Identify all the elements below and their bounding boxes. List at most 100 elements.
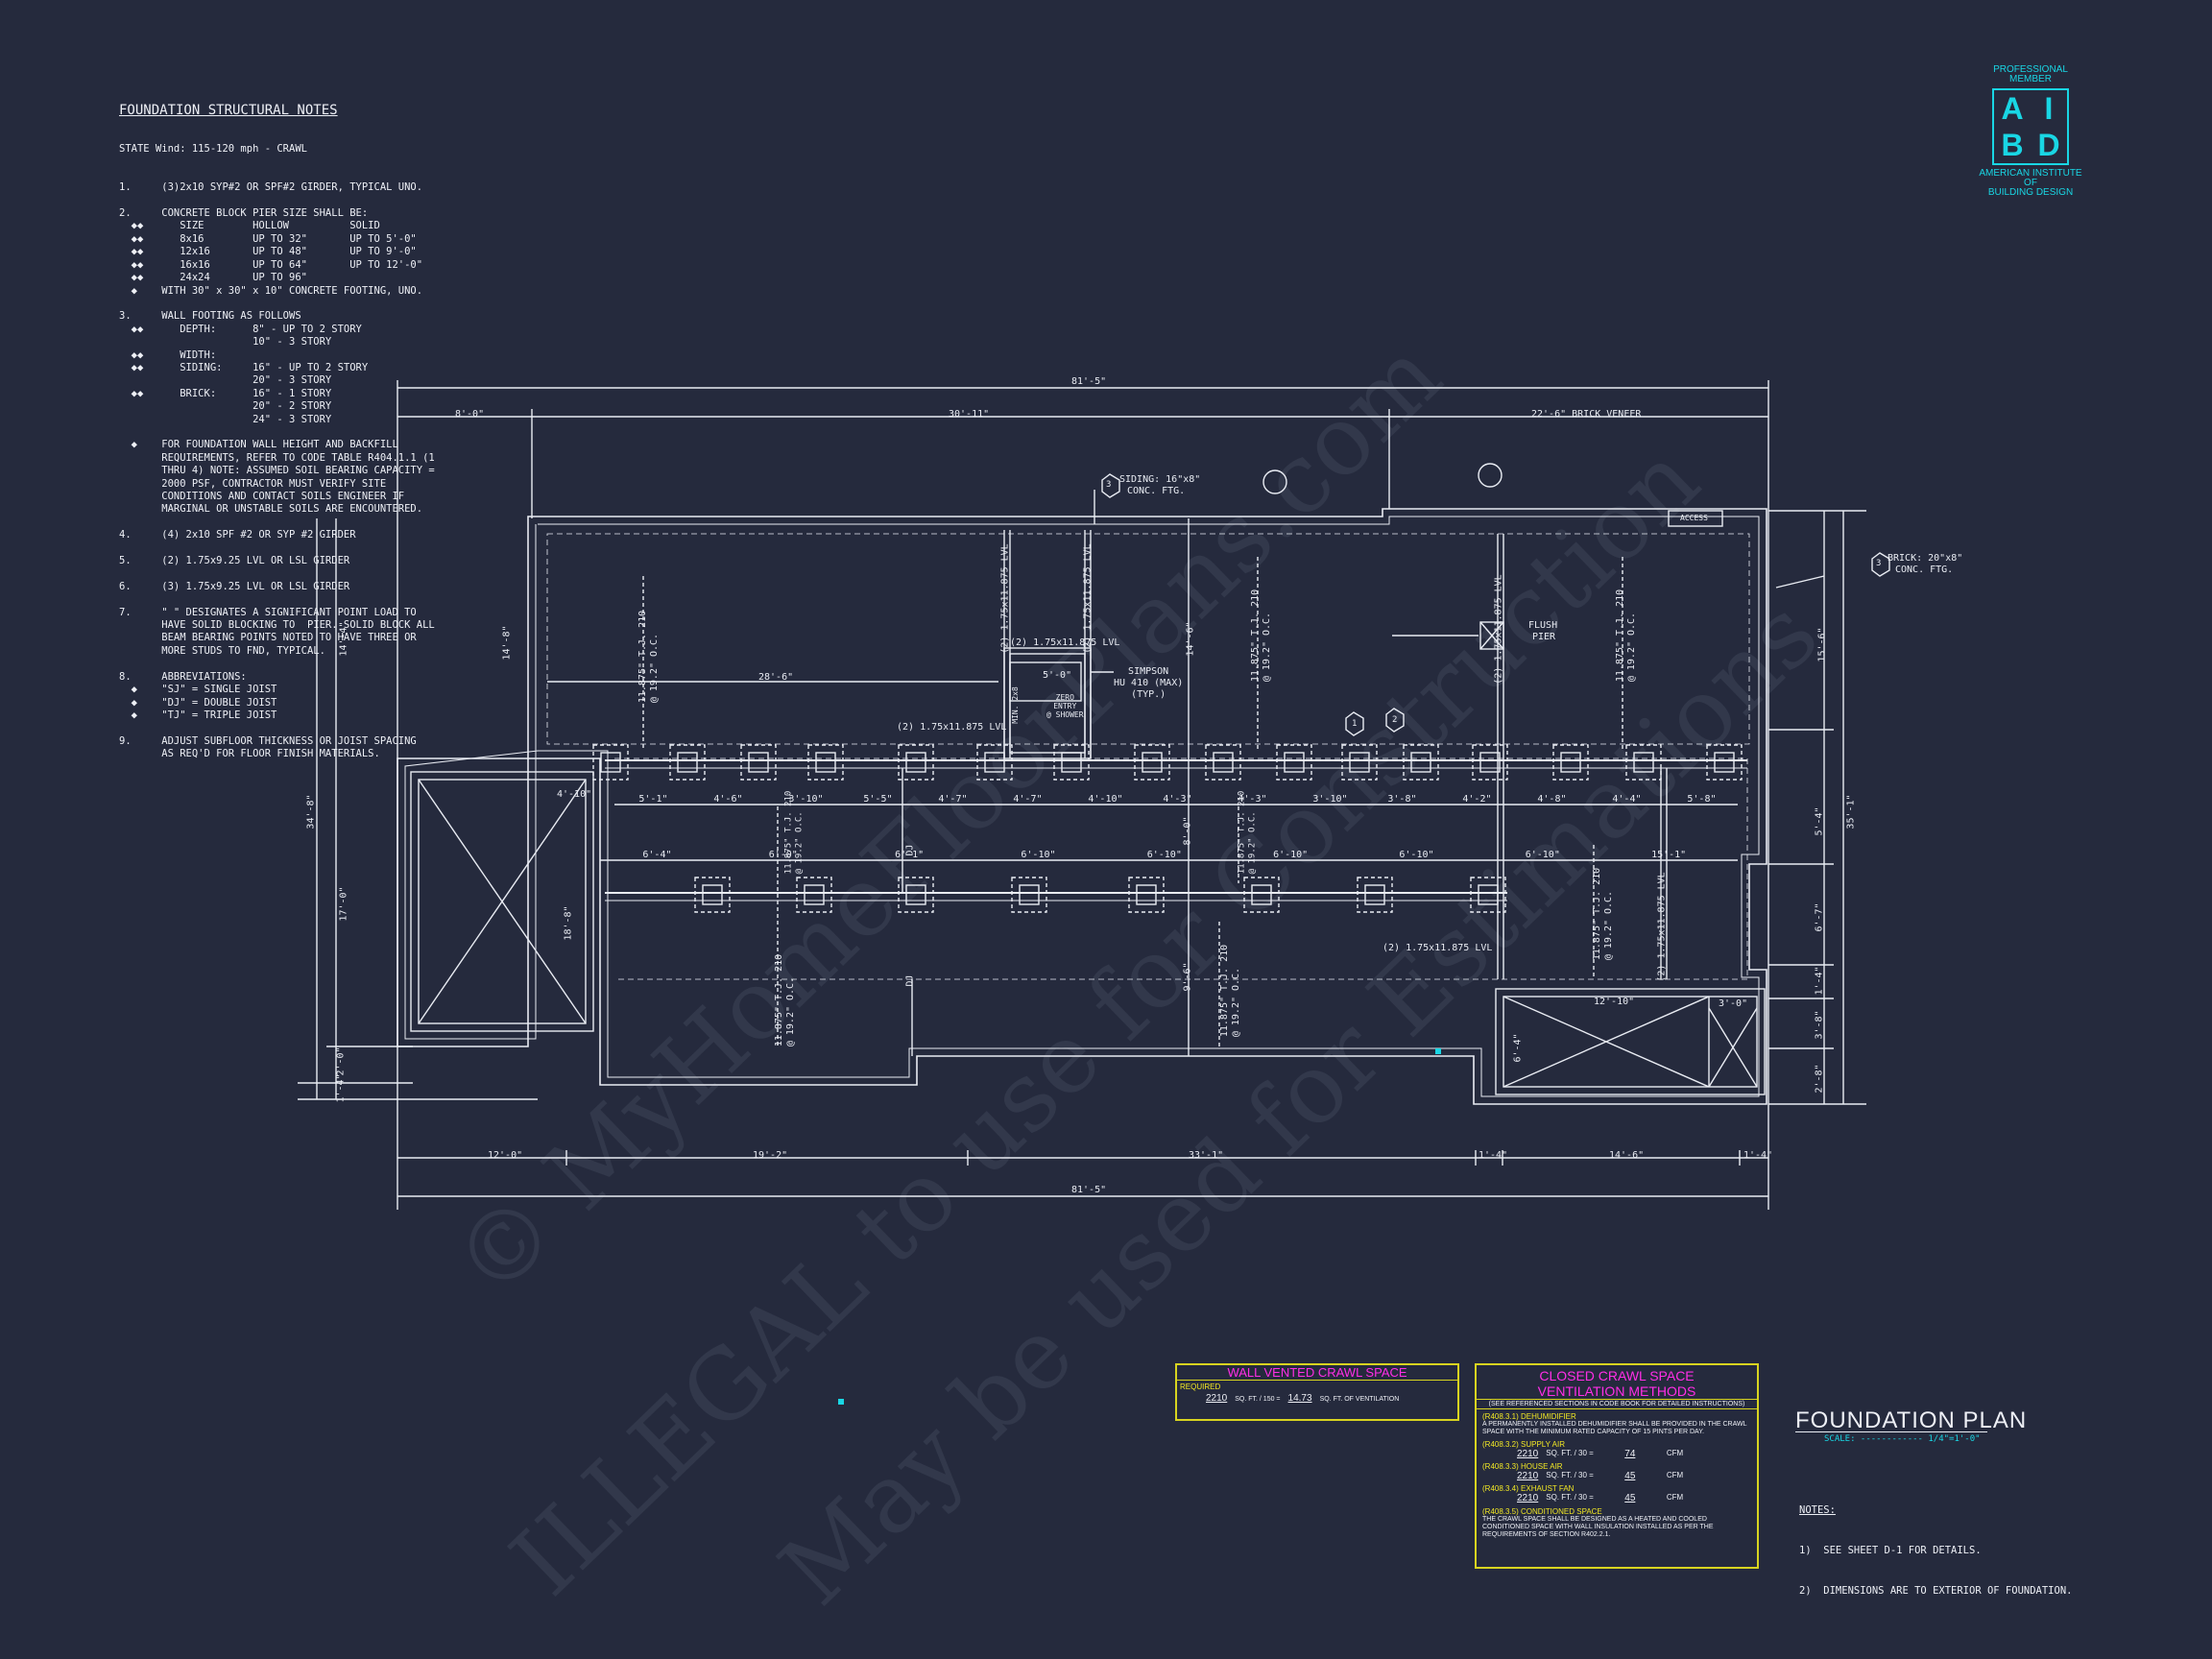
dim-bot-seg1: 12'-0" <box>488 1150 523 1161</box>
pier-footing <box>1243 877 1280 913</box>
pier-footing <box>1053 744 1090 781</box>
dj-label-2: DJ <box>904 974 916 987</box>
joist-5-line2: @ 19.2" O.C. <box>1231 967 1242 1038</box>
logo-letter-a: A <box>2001 91 2024 126</box>
dim-3-0: 3'-0" <box>1719 998 1748 1009</box>
pier-spacing-label: 15'-1" <box>1651 850 1687 860</box>
logo-letter-d: D <box>2037 128 2060 162</box>
joist-callout-1: 11.875" T.J. 210@ 19.2" O.C. <box>637 611 661 703</box>
flush-pier-line1: FLUSH <box>1528 620 1558 631</box>
dim-9-6: 9'-6" <box>1182 962 1193 992</box>
joist-3-line2: @ 19.2" O.C. <box>1626 612 1638 683</box>
plan-note-1: 1) SEE SHEET D-1 FOR DETAILS. <box>1799 1545 1982 1556</box>
joist-3-line1: 11.875" T.J. 210 <box>1615 589 1626 683</box>
dim-overall-bottom: 81'-5" <box>1071 1185 1107 1195</box>
joist-2-line1: 11.875" T.J. 210 <box>1250 589 1262 683</box>
notes-title: FOUNDATION STRUCTURAL NOTES <box>119 102 338 118</box>
simpson-line3: (TYP.) <box>1131 689 1166 700</box>
note-line: ◆ "DJ" = DOUBLE JOIST <box>119 696 277 709</box>
conditioned-space-heading: (R408.3.5) CONDITIONED SPACE <box>1482 1507 1602 1516</box>
note-line: 2000 PSF, CONTRACTOR MUST VERIFY SITE <box>119 477 387 490</box>
pier-spacing-label: 5'-5" <box>863 794 893 805</box>
lvl-vertical-2: (2) 1.75x11.875 LVL <box>1082 543 1094 654</box>
pier-footing <box>694 877 731 913</box>
dim-top-seg2: 30'-11" <box>949 409 990 420</box>
dehumidifier-text: A PERMANENTLY INSTALLED DEHUMIDIFIER SHA… <box>1482 1421 1747 1435</box>
pier-spacing-label: 6'-1" <box>895 850 925 860</box>
note-line: 8. ABBREVIATIONS: <box>119 670 247 683</box>
logo-line1: AMERICAN INSTITUTE <box>1979 168 2082 179</box>
dehumidifier-heading: (R408.3.1) DEHUMIDIFIER <box>1482 1412 1576 1421</box>
note-line: ◆ "SJ" = SINGLE JOIST <box>119 684 277 696</box>
note-line: 5. (2) 1.75x9.25 LVL OR LSL GIRDER <box>119 555 350 567</box>
pier-block <box>1410 752 1431 773</box>
house-air-heading: (R408.3.3) HOUSE AIR <box>1482 1462 1563 1471</box>
pier-spacing-label: 6'-0" <box>768 850 798 860</box>
pier-block <box>815 752 836 773</box>
logo-top: PROFESSIONAL <box>1993 64 2068 75</box>
house-area: 2210 <box>1517 1471 1539 1481</box>
joist-callout-6: 11.875" T.J. 210@ 19.2" O.C. <box>1592 868 1615 960</box>
dim-4-10: 4'-10" <box>557 789 592 800</box>
pier-spacing-label: 4'-7" <box>938 794 968 805</box>
dj-label-1: DJ <box>904 844 916 856</box>
dim-right-c: 6'-7" <box>1814 902 1825 932</box>
plan-notes-heading: NOTES: <box>1799 1504 1836 1516</box>
wall-vented-result: 14.73 <box>1287 1393 1312 1404</box>
pier-spacing-label: 4'-4" <box>1612 794 1642 805</box>
pier-block <box>1284 752 1305 773</box>
pier-block <box>905 884 926 905</box>
wall-vented-title: WALL VENTED CRAWL SPACE <box>1177 1365 1457 1381</box>
pier-block <box>1251 884 1272 905</box>
closed-crawl-ref: (SEE REFERENCED SECTIONS IN CODE BOOK FO… <box>1477 1399 1757 1409</box>
dim-bot-seg2: 19'-2" <box>753 1150 788 1161</box>
dim-28-6: 28'-6" <box>758 672 794 683</box>
supply-air-calc: 2210 SQ. FT. / 30 = 74 CFM <box>1482 1449 1751 1459</box>
pier-block <box>1213 752 1234 773</box>
lvl-label-c: (2) 1.75x11.875 LVL <box>1382 943 1493 953</box>
exhaust-per: SQ. FT. / 30 = <box>1546 1493 1594 1502</box>
pier-spacing-label: 6'-10" <box>1146 850 1182 860</box>
closed-crawl-title: CLOSED CRAWL SPACE <box>1539 1368 1695 1383</box>
note-line: 1. (3)2x10 SYP#2 OR SPF#2 GIRDER, TYPICA… <box>119 181 423 194</box>
closed-crawl-table: CLOSED CRAWL SPACE VENTILATION METHODS (… <box>1475 1363 1759 1569</box>
joist-callout-2: 11.875" T.J. 210@ 19.2" O.C. <box>1250 589 1273 682</box>
pier-spacing-label: 4'-3" <box>1238 794 1267 805</box>
pier-spacing-label: 3'-8" <box>1387 794 1417 805</box>
wall-vented-sq2: SQ. FT. OF VENTILATION <box>1319 1396 1400 1403</box>
joist-2-line2: @ 19.2" O.C. <box>1262 612 1273 683</box>
pier-footing <box>1357 877 1393 913</box>
pier-spacing-label: 5'-1" <box>638 794 668 805</box>
joist-1-line2: @ 19.2" O.C. <box>649 633 661 704</box>
pier-spacing-label: 6'-4" <box>642 850 672 860</box>
pier-footing <box>898 877 934 913</box>
dim-bot-seg4: 1'-4" <box>1479 1150 1508 1161</box>
note-line: ◆◆ DEPTH: 8" - UP TO 2 STORY <box>119 323 362 335</box>
tag-1: 1 <box>1352 719 1358 729</box>
dim-overall-top: 81'-5" <box>1071 376 1107 387</box>
pier-footing <box>740 744 777 781</box>
pier-block <box>804 884 825 905</box>
lvl-label-a: (2) 1.75x11.875 LVL <box>1010 637 1120 648</box>
pier-block <box>984 752 1005 773</box>
house-air-calc: 2210 SQ. FT. / 30 = 45 CFM <box>1482 1471 1751 1481</box>
pier-spacing-label: 6'-10" <box>1273 850 1309 860</box>
lvl-vertical-3: (2) 1.75x11.875 LVL <box>1493 574 1504 685</box>
tag-3-brick: 3 <box>1876 559 1882 568</box>
pier-footing <box>1706 744 1743 781</box>
joist-4-line2: @ 19.2" O.C. <box>785 976 797 1047</box>
dim-right-f: 2'-8" <box>1814 1064 1825 1094</box>
dim-left-c: 2'-0" <box>335 1046 347 1076</box>
wall-vented-sq1: SQ. FT. / 150 = <box>1235 1396 1281 1403</box>
pier-block <box>677 752 698 773</box>
simpson-line2: HU 410 (MAX) <box>1114 678 1184 688</box>
pier-footing <box>1552 744 1589 781</box>
note-line: CONDITIONS AND CONTACT SOILS ENGINEER IF <box>119 491 405 502</box>
joist-4-line1: 11.875" T.J. 210 <box>774 953 785 1047</box>
joist-6-line2: @ 19.2" O.C. <box>1603 890 1615 961</box>
joist-callout-7: 11.875" T.J. 210@ 19.2" O.C. <box>783 791 805 875</box>
joist-8-line1: 11.875" T.J. 210 <box>1237 790 1247 875</box>
dim-14-8: 14'-8" <box>501 625 513 661</box>
logo-line3: BUILDING DESIGN <box>1987 187 2074 198</box>
pier-footing <box>1625 744 1662 781</box>
